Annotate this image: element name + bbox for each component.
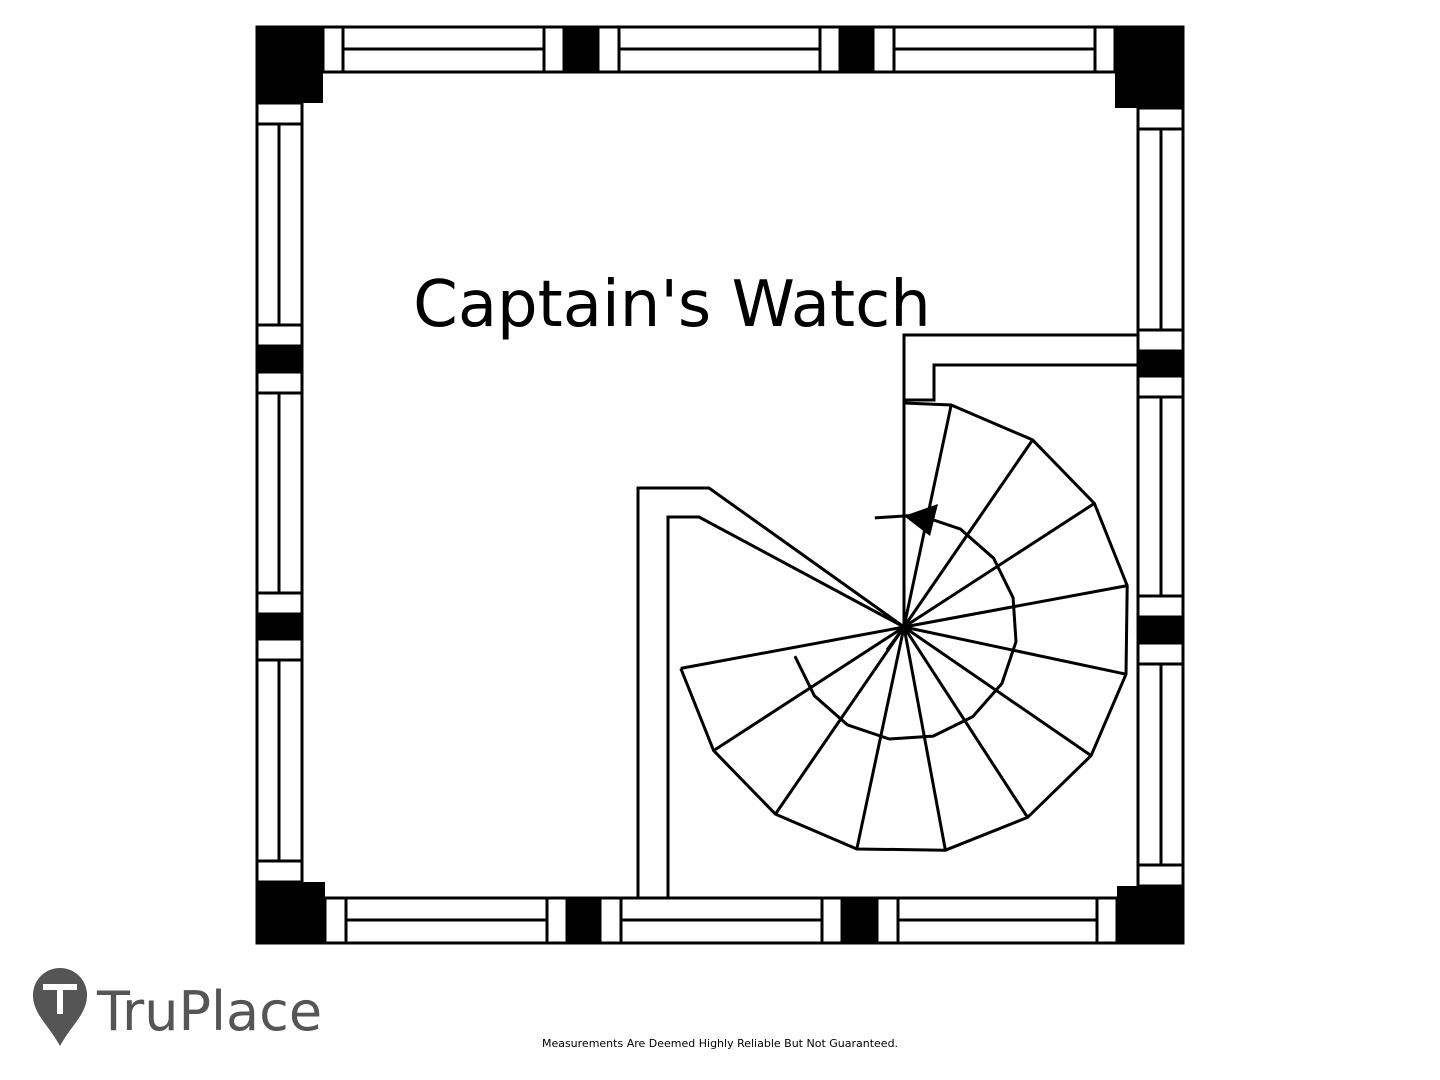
stair-tread (855, 626, 906, 850)
stair-railing-lower (636, 486, 906, 898)
windows-top (321, 25, 1117, 74)
stair-tread (680, 625, 905, 670)
room-label: Captain's Watch (413, 268, 931, 342)
stair-tread (902, 626, 947, 851)
exterior-walls (255, 25, 1185, 945)
stair-tread (902, 439, 1034, 628)
stair-tread (774, 626, 906, 815)
spiral-staircase (679, 401, 1129, 852)
stair-railing-upper (902, 333, 1138, 627)
wall-piers (257, 27, 1183, 943)
brand-name: TruPlace (96, 980, 322, 1043)
stair-walk-line (793, 513, 1018, 741)
stair-tread (903, 502, 1096, 629)
windows-left (255, 101, 304, 884)
truplace-logo: TruPlace (33, 968, 322, 1046)
stair-tread (902, 626, 1029, 819)
stair-tread (903, 625, 1127, 676)
disclaimer-text: Measurements Are Deemed Highly Reliable … (542, 1037, 898, 1050)
stair-tread (903, 625, 1092, 757)
logo-t-stem (57, 984, 63, 1014)
stair-tread (903, 584, 1128, 629)
windows-bottom (323, 896, 1119, 945)
windows-right (1136, 106, 1185, 888)
stair-direction-arrow-icon (904, 504, 938, 536)
stair-tread (712, 625, 905, 752)
